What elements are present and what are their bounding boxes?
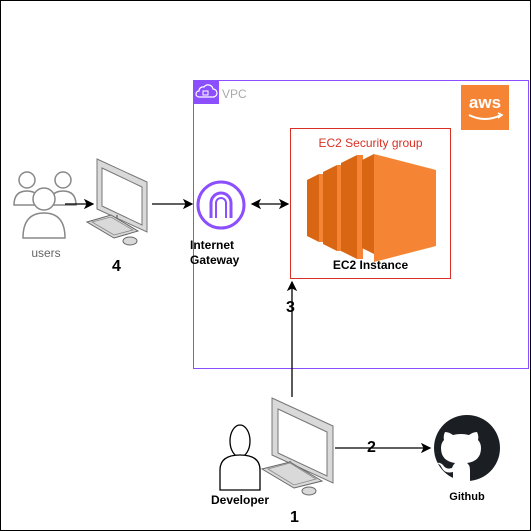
vpc-icon <box>193 80 219 104</box>
ec2-instance-label: EC2 Instance <box>332 258 409 272</box>
internet-gateway-icon <box>196 180 246 230</box>
vpc-label: VPC <box>222 87 247 101</box>
users-label: users <box>31 246 61 260</box>
svg-text:aws: aws <box>469 93 501 112</box>
internet-gateway-label: Internet Gateway <box>190 238 240 267</box>
developer-icon <box>219 424 261 491</box>
developer-label: Developer <box>210 493 270 507</box>
developer-computer-icon <box>260 397 334 496</box>
step-4-label: 4 <box>112 258 121 275</box>
step-3-label: 3 <box>286 299 295 316</box>
vpc-container <box>193 80 529 369</box>
ec2-instance-icon <box>307 154 436 262</box>
users-computer-icon <box>85 158 148 246</box>
connection-arrows <box>65 198 432 454</box>
github-icon <box>434 415 500 481</box>
security-group-container <box>290 128 451 279</box>
github-label: Github <box>449 491 485 503</box>
security-group-label: EC2 Security group <box>318 136 423 150</box>
aws-logo-icon: aws <box>461 85 509 130</box>
step-2-label: 2 <box>367 439 376 456</box>
step-1-label: 1 <box>290 509 299 526</box>
users-icon <box>13 171 77 239</box>
